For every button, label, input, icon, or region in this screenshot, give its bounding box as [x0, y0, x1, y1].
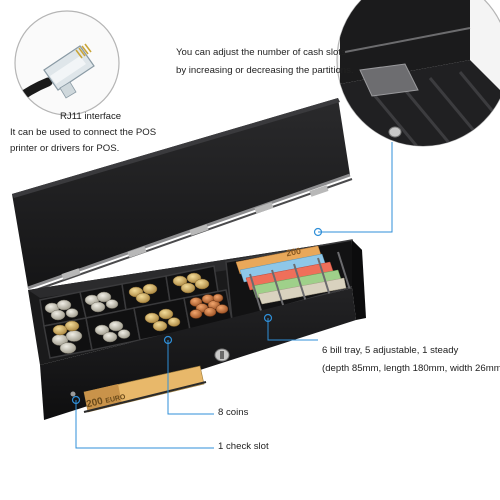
callout-lines	[75, 142, 393, 449]
bill-tray-desc-line1: 6 bill tray, 5 adjustable, 1 steady	[322, 345, 459, 356]
partition-plate	[359, 63, 419, 97]
coins-silver	[44, 291, 131, 354]
drawer-lid	[12, 98, 350, 288]
check-slot-desc: 1 check slot	[218, 441, 269, 452]
lid-lock-icon	[388, 126, 402, 138]
callout-dots	[71, 227, 323, 405]
rj11-title: RJ11 interface	[60, 111, 122, 122]
screw-icon	[70, 391, 76, 397]
coins-gold	[52, 272, 210, 336]
hinge-knuckles	[61, 185, 329, 280]
callout-line-check-slot	[75, 400, 214, 449]
rj11-connector-icon	[15, 43, 95, 110]
hinge-strip	[27, 173, 351, 290]
coins-desc: 8 coins	[218, 407, 249, 418]
partitions-desc-line1: You can adjust the number of cash slots	[176, 47, 346, 58]
partitions-desc-line2: by increasing or decreasing the partitio…	[176, 65, 354, 76]
callout-line-coins	[167, 340, 214, 415]
callout-line-bill-tray	[267, 318, 318, 341]
rj11-desc-line1: It can be used to connect the POS	[10, 127, 157, 138]
bill-tray-desc-line2: (depth 85mm, length 180mm, width 26mm)	[322, 363, 500, 374]
coins-copper	[189, 293, 229, 319]
rj11-desc-line2: printer or drivers for POS.	[10, 143, 120, 154]
callout-line-partitions	[318, 142, 393, 233]
lid-edge-highlight	[12, 98, 340, 198]
bill-dividers	[249, 251, 351, 315]
